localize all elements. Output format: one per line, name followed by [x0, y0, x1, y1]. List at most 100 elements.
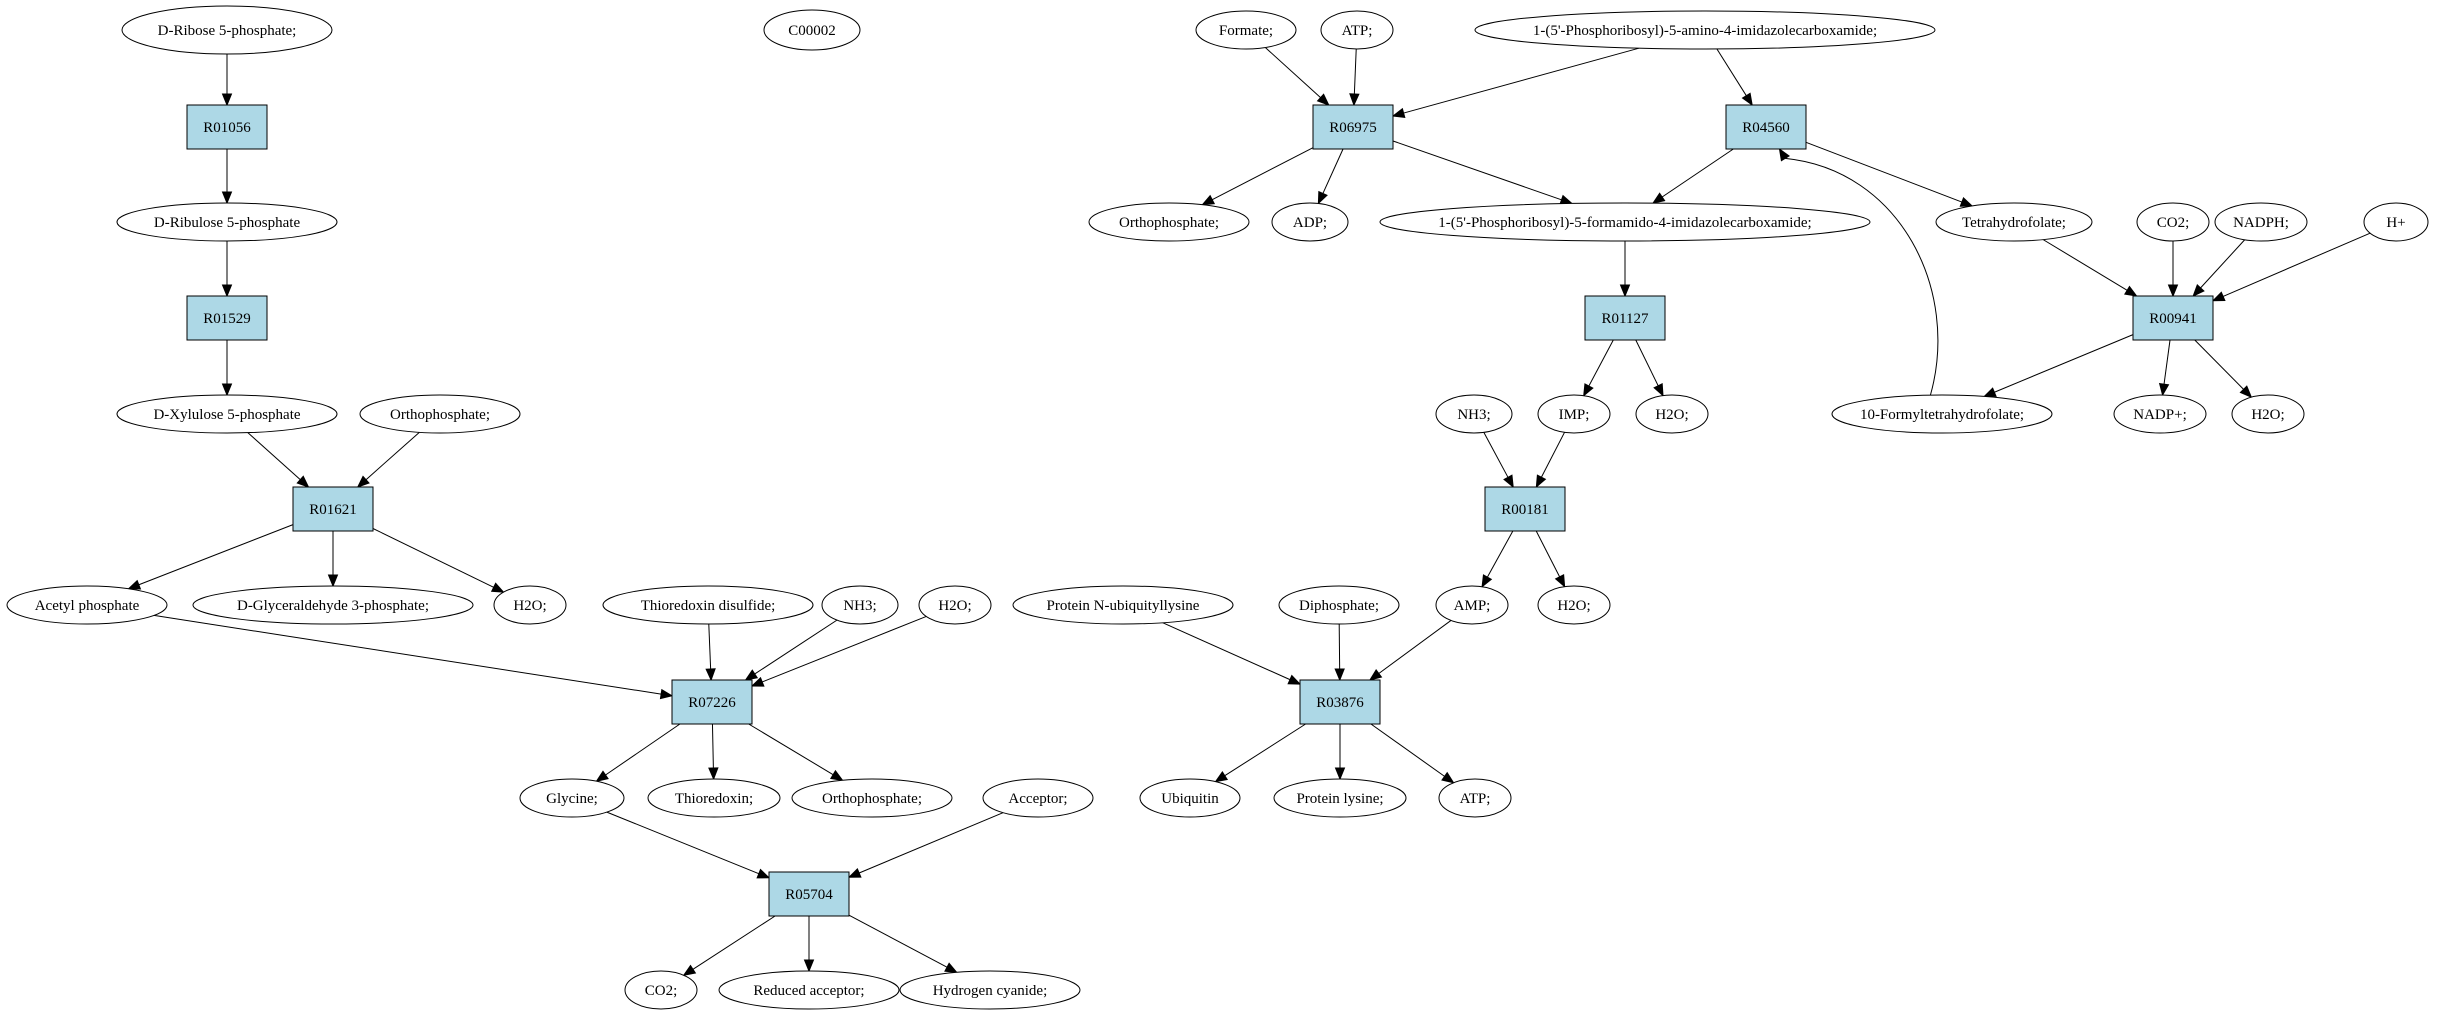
node-label: H2O; [938, 598, 971, 614]
arrowhead-icon [708, 767, 719, 781]
compound-ellipse [121, 5, 333, 55]
compound-ellipse [2113, 394, 2207, 434]
compound-node-nadp[interactable]: NADP+; [2113, 394, 2207, 434]
edge-line [711, 723, 714, 769]
compound-node-c00002[interactable]: C00002 [763, 9, 861, 51]
compound-node-formyl_thf[interactable]: 10-Formyltetrahydrofolate; [1831, 394, 2053, 434]
reaction-node-r04560[interactable]: R04560 [1725, 104, 1807, 150]
compound-node-h2o_b[interactable]: H2O; [918, 585, 992, 625]
compound-node-ribose5p[interactable]: D-Ribose 5-phosphate; [121, 5, 333, 55]
compound-ellipse [2363, 202, 2429, 242]
compound-ellipse [821, 585, 899, 625]
compound-ellipse [1935, 202, 2093, 242]
edge-line [858, 812, 1004, 874]
compound-node-h2o_d[interactable]: H2O; [2231, 394, 2305, 434]
reaction-node-r03876[interactable]: R03876 [1299, 679, 1381, 725]
compound-node-formate[interactable]: Formate; [1195, 10, 1297, 50]
edge-line [1805, 141, 1963, 203]
arrowhead-icon [1741, 92, 1753, 107]
edge-line [1785, 157, 1939, 396]
arrowhead-icon [2239, 385, 2253, 399]
arrowhead-icon [1651, 192, 1666, 204]
edge-r01621-to-acetylphosphate [127, 524, 294, 590]
edge-h2o_b-to-r07226 [750, 615, 927, 687]
reaction-node-r01056[interactable]: R01056 [186, 104, 268, 150]
compound-ellipse [1474, 10, 1936, 50]
compound-node-ribulose5p[interactable]: D-Ribulose 5-phosphate [116, 202, 338, 242]
compound-node-hydrogen_cyanide[interactable]: Hydrogen cyanide; [899, 970, 1081, 1010]
reaction-node-r01529[interactable]: R01529 [186, 295, 268, 341]
reaction-node-r07226[interactable]: R07226 [671, 679, 753, 725]
reaction-node-r01621[interactable]: R01621 [292, 486, 374, 532]
node-label: 10-Formyltetrahydrofolate; [1860, 407, 2024, 423]
compound-node-co2_a[interactable]: CO2; [624, 970, 698, 1010]
compound-node-nadph[interactable]: NADPH; [2214, 202, 2308, 242]
compound-node-orthophosphate_c[interactable]: Orthophosphate; [1088, 202, 1250, 242]
compound-node-nh3_b[interactable]: NH3; [1435, 394, 1513, 434]
compound-node-ubiquitin[interactable]: Ubiquitin [1139, 778, 1241, 818]
edge-r06975-to-orthophosphate_c [1201, 147, 1314, 206]
node-label: Protein lysine; [1296, 791, 1383, 807]
edge-thioredoxin_disulfide-to-r07226 [705, 623, 716, 682]
compound-node-protein_ubiq[interactable]: Protein N-ubiquityllysine [1012, 585, 1234, 625]
reaction-node-r00941[interactable]: R00941 [2132, 295, 2214, 341]
edge-r01127-to-h2o_c [1635, 339, 1664, 397]
compound-node-protein_lysine[interactable]: Protein lysine; [1273, 778, 1407, 818]
compound-node-faicar[interactable]: 1-(5'-Phosphoribosyl)-5-formamido-4-imid… [1379, 202, 1871, 242]
arrowhead-icon [944, 962, 958, 973]
node-label: Protein N-ubiquityllysine [1047, 598, 1200, 614]
compound-node-xylulose5p[interactable]: D-Xylulose 5-phosphate [116, 394, 338, 434]
arrowhead-icon [1201, 194, 1216, 206]
compound-node-tetrahydrofolate[interactable]: Tetrahydrofolate; [1935, 202, 2093, 242]
reaction-node-r01127[interactable]: R01127 [1584, 295, 1666, 341]
compound-node-hplus[interactable]: H+ [2363, 202, 2429, 242]
compound-node-glycine[interactable]: Glycine; [519, 778, 625, 818]
compound-node-nh3_a[interactable]: NH3; [821, 585, 899, 625]
compound-ellipse [1273, 778, 1407, 818]
compound-ellipse [1278, 585, 1400, 625]
compound-ellipse [493, 585, 567, 625]
node-label: IMP; [1559, 407, 1590, 423]
compound-ellipse [763, 9, 861, 51]
compound-node-amp[interactable]: AMP; [1435, 585, 1509, 625]
edge-r03876-to-protein_lysine [1334, 724, 1346, 781]
compound-node-thioredoxin[interactable]: Thioredoxin; [647, 778, 781, 818]
compound-node-reduced_acceptor[interactable]: Reduced acceptor; [718, 970, 900, 1010]
compound-node-co2_b[interactable]: CO2; [2136, 202, 2210, 242]
edge-r07226-to-orthophosphate_b [748, 723, 844, 782]
compound-ellipse [2136, 202, 2210, 242]
compound-node-glyceraldehyde3p[interactable]: D-Glyceraldehyde 3-phosphate; [192, 585, 474, 625]
arrowhead-icon [705, 668, 716, 682]
arrowhead-icon [803, 959, 815, 973]
compound-node-atp_a[interactable]: ATP; [1320, 10, 1394, 50]
compound-node-thioredoxin_disulfide[interactable]: Thioredoxin disulfide; [602, 585, 814, 625]
compound-node-orthophosphate_a[interactable]: Orthophosphate; [359, 394, 521, 434]
edge-r01621-to-h2o_a [372, 528, 505, 593]
compound-node-acceptor[interactable]: Acceptor; [982, 778, 1094, 818]
edge-glycine-to-r05704 [606, 811, 771, 879]
compound-node-diphosphate[interactable]: Diphosphate; [1278, 585, 1400, 625]
compound-node-orthophosphate_b[interactable]: Orthophosphate; [791, 778, 953, 818]
edge-line [247, 432, 301, 481]
node-label: R01621 [309, 502, 357, 518]
compound-node-atp_b[interactable]: ATP; [1438, 778, 1512, 818]
arrowhead-icon [221, 191, 233, 205]
compound-ellipse [1012, 585, 1234, 625]
compound-node-imp[interactable]: IMP; [1537, 394, 1611, 434]
compound-node-h2o_e[interactable]: H2O; [1537, 585, 1611, 625]
compound-node-h2o_a[interactable]: H2O; [493, 585, 567, 625]
compound-ellipse [1537, 394, 1611, 434]
edge-ribose5p-to-r01056 [221, 54, 233, 107]
compound-ellipse [1320, 10, 1394, 50]
node-label: 1-(5'-Phosphoribosyl)-5-amino-4-imidazol… [1533, 23, 1877, 39]
compound-node-h2o_c[interactable]: H2O; [1635, 394, 1709, 434]
compound-node-acetylphosphate[interactable]: Acetyl phosphate [6, 585, 168, 625]
compound-node-aicar[interactable]: 1-(5'-Phosphoribosyl)-5-amino-4-imidazol… [1474, 10, 1936, 50]
compound-node-adp[interactable]: ADP; [1271, 202, 1349, 242]
edge-line [2163, 339, 2171, 385]
arrowhead-icon [1368, 668, 1383, 681]
reaction-node-r00181[interactable]: R00181 [1484, 486, 1566, 532]
reaction-node-r05704[interactable]: R05704 [768, 871, 850, 917]
reaction-node-r06975[interactable]: R06975 [1312, 104, 1394, 150]
edge-line [1370, 723, 1445, 777]
